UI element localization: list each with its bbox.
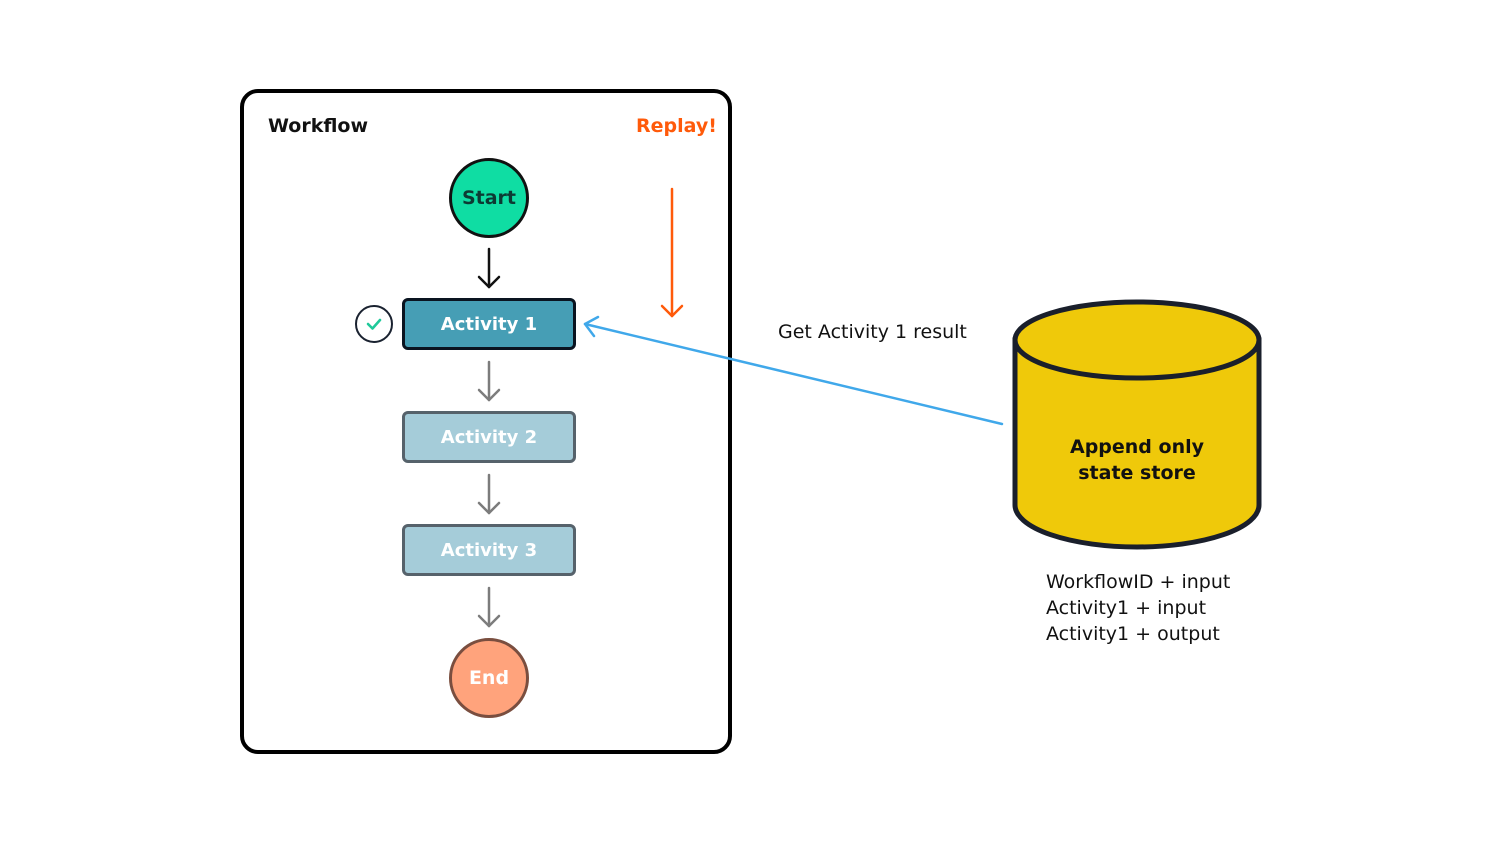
record-item: WorkflowID + input: [1046, 571, 1231, 593]
flow-arrow-activity3-end: [477, 586, 501, 628]
state-store-label: Append only state store: [1012, 434, 1262, 486]
start-label: Start: [461, 187, 517, 209]
activity-3-label: Activity 3: [440, 539, 538, 561]
record-item: Activity1 + input: [1046, 597, 1207, 619]
activity-2-label: Activity 2: [440, 426, 538, 448]
end-node: End: [449, 638, 529, 718]
flow-arrow-start-activity1: [477, 247, 501, 289]
start-node: Start: [449, 158, 529, 238]
flow-arrow-activity1-activity2: [477, 360, 501, 402]
completed-badge: [355, 305, 393, 343]
activity-3-node: Activity 3: [402, 524, 576, 576]
replay-label: Replay!: [636, 115, 717, 137]
end-label: End: [468, 667, 510, 689]
state-store-label-line2: state store: [1078, 462, 1196, 484]
activity-2-node: Activity 2: [402, 411, 576, 463]
replay-arrow-icon: [660, 187, 684, 318]
database-cylinder-icon: [1012, 299, 1262, 550]
check-icon: [366, 318, 382, 330]
workflow-title: Workflow: [268, 115, 369, 137]
record-item: Activity1 + output: [1046, 623, 1220, 645]
state-records: WorkflowID + input Activity1 + input Act…: [1046, 569, 1230, 647]
activity-1-label: Activity 1: [440, 313, 538, 335]
activity-1-node: Activity 1: [402, 298, 576, 350]
state-store-label-line1: Append only: [1069, 436, 1204, 458]
flow-arrow-activity2-activity3: [477, 473, 501, 515]
get-result-arrow: [583, 315, 1004, 426]
get-result-label: Get Activity 1 result: [778, 321, 967, 343]
